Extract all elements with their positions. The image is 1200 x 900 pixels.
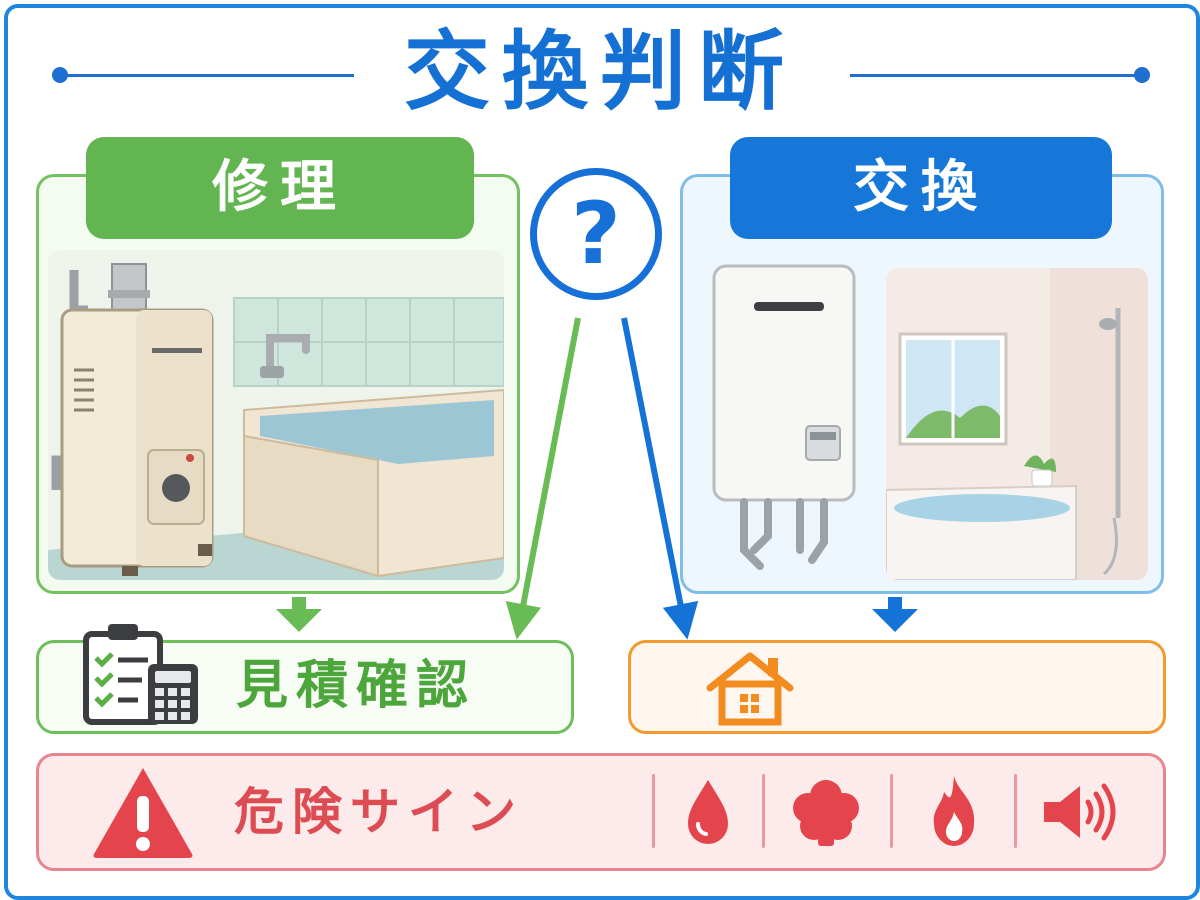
title-rule-left-dot: [52, 67, 68, 83]
old-water-heater-bath-illustration: [48, 250, 504, 580]
separator: [652, 774, 655, 848]
clipboard-checklist-icon: [83, 624, 163, 725]
danger-signs-label: 危険サイン: [234, 783, 524, 841]
separator: [762, 774, 765, 848]
title-rule-right-dot: [1134, 67, 1150, 83]
outer-frame: [4, 4, 1200, 900]
title-rule-right: [850, 74, 1142, 77]
new-water-heater-illustration: [694, 250, 872, 580]
calculator-icon: [148, 664, 198, 724]
warning-triangle-icon: [93, 768, 193, 858]
separator: [890, 774, 893, 848]
page-title: 交換判断: [404, 22, 796, 122]
danger-signs-box: [36, 753, 1166, 871]
clipboard-calculator-icon: [83, 624, 198, 725]
replace-label: 交換: [730, 137, 1112, 239]
modern-bathroom-illustration: [886, 268, 1148, 580]
estimate-label: 見積確認: [236, 656, 477, 716]
home-box: [628, 640, 1166, 734]
flame-icon: [933, 776, 975, 846]
smoke-cloud-icon: [793, 780, 859, 846]
separator: [1014, 774, 1017, 848]
question-mark-icon: ?: [530, 168, 662, 300]
title-rule-left: [58, 74, 354, 77]
water-drop-icon: [688, 780, 728, 844]
house-icon: [706, 652, 794, 726]
speaker-sound-icon: [1044, 783, 1116, 841]
repair-label: 修理: [86, 137, 474, 239]
